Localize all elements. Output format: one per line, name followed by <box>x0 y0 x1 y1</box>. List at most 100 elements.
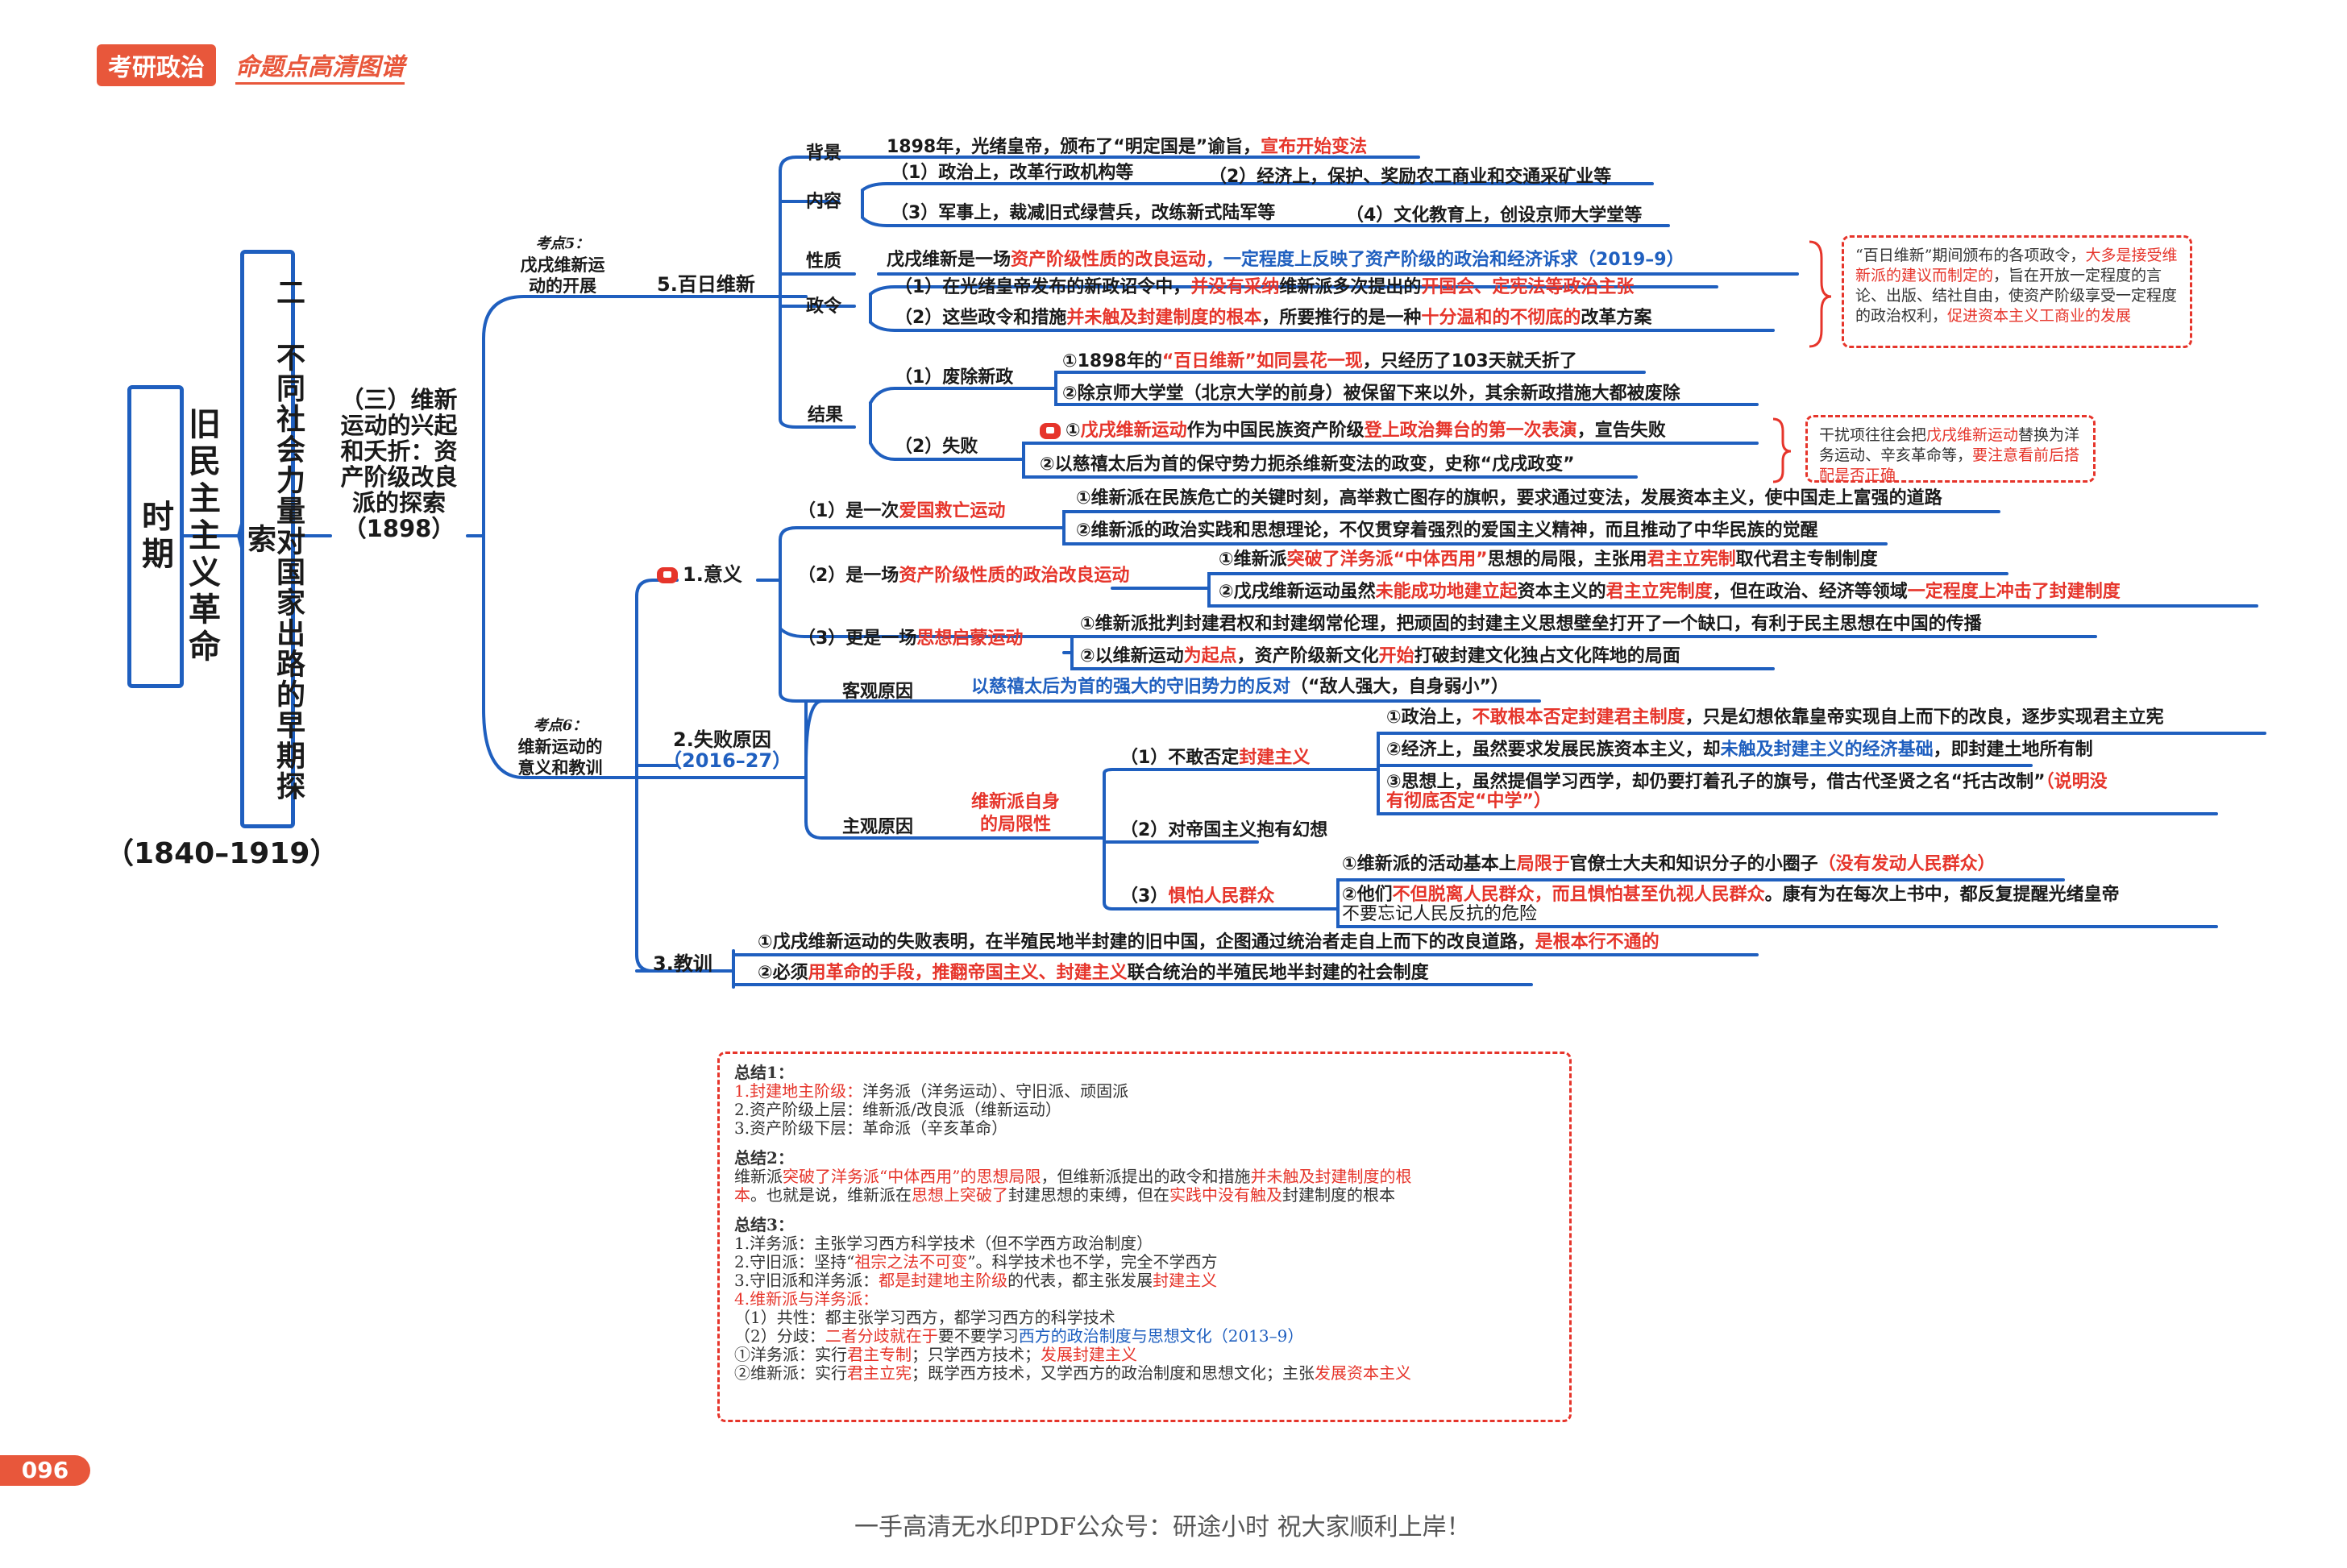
text-segment: 1898年，光绪皇帝，颁布了“明定国是”谕旨， <box>887 137 1261 157</box>
sb-item-1-text: ①戊戌维新运动作为中国民族资产阶级登上政治舞台的第一次表演，宣告失败 <box>1065 421 1666 441</box>
jx-line: 维新派自身 <box>971 792 1061 812</box>
s1-b: ②经济上，虽然要求发展民族资本主义，却未触及封建主义的经济基础，即封建土地所有制 <box>1386 738 2093 762</box>
text-segment: （1）不敢否定 <box>1120 748 1240 768</box>
text-segment: 君主立宪制度 <box>1606 582 1713 602</box>
text-segment: ，一定程度上反映了资产阶级的政治和经济诉求（2019–9） <box>1206 250 1684 270</box>
text-segment: 发展封建主义 <box>1041 1345 1137 1364</box>
s3-a: ①维新派的活动基本上局限于官僚士大夫和知识分子的小圈子（没有发动人民群众） <box>1342 852 1996 877</box>
yiyi-b-1: ①维新派突破了洋务派“中体西用”思想的局限，主张用君主立宪制取代君主专制制度 <box>1219 548 1878 572</box>
kg-label: 客观原因 <box>842 682 914 702</box>
text-segment: 替换为洋务运动、辛亥革命等， <box>1819 426 2080 464</box>
kaodian6-line: 意义和教训 <box>517 758 603 778</box>
text-segment: 洋务派（洋务运动）、守旧派、顽固派 <box>862 1081 1129 1101</box>
kg-text: 以慈禧太后为首的强大的守旧势力的反对（“敌人强大，自身弱小”） <box>971 675 1509 699</box>
yiyi-a-1: ①维新派在民族危亡的关键时刻，高举救亡图存的旗帜，要求通过变法，发展资本主义，使… <box>1076 488 1942 508</box>
text-segment: 为起点 <box>1183 646 1237 666</box>
main-title: 旧民主主义革命时期 <box>136 407 220 666</box>
text-segment: 未触及封建主义的经济基础 <box>1720 740 1934 760</box>
section-line: （三）维新 <box>340 386 458 413</box>
summary-line: 本。也就是说，维新派在思想上突破了封建思想的束缚，但在实践中没有触及封建制度的根… <box>734 1186 1555 1205</box>
text-segment: ”。科学技术也不学，完全不学西方 <box>967 1252 1218 1271</box>
text-segment: 君主专制 <box>847 1345 912 1364</box>
s1-a: ①政治上，不敢根本否定封建君主制度，只是幻想依靠皇帝实现自上而下的改良，逐步实现… <box>1386 706 2164 730</box>
text-segment: 思想的局限，主张用 <box>1487 550 1647 570</box>
text-segment: 戊戌维新是一场 <box>887 250 1011 270</box>
bg-text: 1898年，光绪皇帝，颁布了“明定国是”谕旨，宣布开始变法 <box>887 135 1367 160</box>
text-segment: ②必须 <box>758 963 808 983</box>
s3-label: （3）惧怕人民群众 <box>1120 885 1274 909</box>
text-segment: 并未触及封建制度的根 <box>1250 1167 1412 1186</box>
summary-line: ①洋务派：实行君主专制；只学西方技术；发展封建主义 <box>734 1346 1555 1364</box>
text-segment: 。也就是说，维新派在 <box>750 1185 912 1205</box>
text-segment: ，资产阶级新文化 <box>1236 646 1379 666</box>
text-segment: 不但脱离人民群众，而且惧怕甚至仇视人民群众 <box>1392 885 1765 905</box>
text-segment: 。康有为在每次上书中，都反复提醒光绪皇帝 <box>1764 885 2120 905</box>
fc-label: （1）废除新政 <box>895 367 1014 388</box>
summary-line: 2.资产阶级上层：维新派/改良派（维新运动） <box>734 1100 1061 1119</box>
text-segment: 打破封建文化独占文化阵地的局面 <box>1414 646 1680 666</box>
text-segment: “百日维新”如同昙花一现 <box>1161 351 1363 371</box>
nr-item-1: （1）政治上，改革行政机构等 <box>891 163 1134 183</box>
text-segment: 要不要学习 <box>937 1326 1019 1346</box>
text-segment: （“敌人强大，自身弱小”） <box>1290 677 1509 697</box>
text-segment: 西方的政治制度与思想文化（2013–9） <box>1018 1326 1304 1346</box>
text-segment: ；只学西方技术； <box>912 1345 1041 1364</box>
yiyi-a-label: （1）是一次爱国救亡运动 <box>798 500 1005 524</box>
text-segment: 要注意看前后搭配是否正确 <box>1819 446 2080 484</box>
text-segment: 并未触及封建制度的根本 <box>1066 308 1262 328</box>
kaodian5-tag: 考点5： <box>535 235 590 252</box>
text-segment: 实践中没有触及 <box>1169 1185 1282 1205</box>
xz-label: 性质 <box>806 251 842 272</box>
jiaoxun-2: ②必须用革命的手段，推翻帝国主义、封建主义联合统治的半殖民地半封建的社会制度 <box>758 961 1429 985</box>
section-line: 派的探索 <box>351 489 446 516</box>
text-segment: ，宣告失败 <box>1576 421 1666 441</box>
text-segment: 宣布开始变法 <box>1261 137 1368 157</box>
yiyi-b-label: （2）是一场资产阶级性质的政治改良运动 <box>798 564 1129 588</box>
s1-label: （1）不敢否定封建主义 <box>1120 746 1310 770</box>
text-segment: 封建思想的束缚，但在 <box>1008 1185 1169 1205</box>
text-segment: （2）这些政令和措施 <box>895 308 1067 328</box>
text-segment: 并没有采纳 <box>1190 277 1280 297</box>
note-bairi-zhengling: “百日维新”期间颁布的各项政令，大多是接受维新派的建议而制定的，旨在开放一定程度… <box>1842 235 2192 348</box>
text-segment: 戊戌维新运动 <box>1926 426 2019 444</box>
section-line: 产阶级改良 <box>340 463 458 491</box>
header-subtitle: 命题点高清图谱 <box>235 47 405 85</box>
s1-c-1: ③思想上，虽然提倡学习西学，却仍要打着孔子的旗号，借古代圣贤之名“托古改制”（说… <box>1386 770 2108 794</box>
text-segment: 思想上突破了 <box>912 1185 1008 1205</box>
bg-label: 背景 <box>806 143 842 164</box>
text-segment: ①维新派的活动基本上 <box>1342 854 1517 874</box>
summary-line: 4.维新派与洋务派： <box>734 1290 1555 1309</box>
text-segment: 封建制度的根本 <box>1282 1185 1395 1205</box>
text-segment: 资产阶级性质的政治改良运动 <box>899 566 1130 586</box>
text-segment: 以慈禧太后为首的强大的守旧势力的反对 <box>971 677 1291 697</box>
note-distractor: 干扰项往往会把戊戌维新运动替换为洋务运动、辛亥革命等，要注意看前后搭配是否正确 <box>1805 415 2096 484</box>
text-segment: （3） <box>1120 886 1169 906</box>
node-yiyi-label: 1.意义 <box>683 563 742 586</box>
fc-item-2: ②除京师大学堂（北京大学的前身）被保留下来以外，其余新政措施大都被废除 <box>1062 384 1680 404</box>
text-segment: 大多是接受维新派的建议而制定的 <box>1855 247 2178 284</box>
text-segment: ②维新派：实行 <box>734 1363 847 1383</box>
text-segment: ①洋务派：实行 <box>734 1345 847 1364</box>
yiyi-c-2: ②以维新运动为起点，资产阶级新文化开始打破封建文化独占文化阵地的局面 <box>1080 645 1680 669</box>
node-bairi: 5.百日维新 <box>657 273 755 296</box>
text-segment: ①维新派 <box>1219 550 1287 570</box>
text-segment: （3）更是一场 <box>798 628 917 649</box>
shibai-year: （2016–27） <box>663 749 792 772</box>
summary-line: ②维新派：实行君主立宪；既学西方技术，又学西方的政治制度和思想文化；主张发展资本… <box>734 1364 1555 1383</box>
text-segment: 开国会、定宪法等政治主张 <box>1421 277 1635 297</box>
text-segment: 封建主义 <box>1153 1271 1218 1290</box>
text-segment: ① <box>1065 421 1081 441</box>
zl-label: 政令 <box>806 297 842 317</box>
summary-line: （2）分歧：二者分歧就在于要不要学习西方的政治制度与思想文化（2013–9） <box>734 1327 1555 1346</box>
text-segment: 维新派多次提出的 <box>1279 277 1422 297</box>
s2-label: （2）对帝国主义抱有幻想 <box>1120 820 1328 840</box>
s1-c-2: 有彻底否定“中学”） <box>1386 790 1552 814</box>
text-segment: 思想启蒙运动 <box>916 628 1024 649</box>
main-title-box: 旧民主主义革命时期 <box>127 385 220 688</box>
summary-box: 总结1： 1.封建地主阶级：洋务派（洋务运动）、守旧派、顽固派 2.资产阶级上层… <box>717 1052 1572 1422</box>
text-segment: 取代君主专制制度 <box>1735 550 1878 570</box>
kaodian6-tag: 考点6： <box>533 717 588 734</box>
text-segment: 干扰项往往会把 <box>1819 426 1927 444</box>
kaodian5-line: 动的开展 <box>529 276 596 296</box>
summary-heading-1: 总结1： <box>734 1063 794 1082</box>
